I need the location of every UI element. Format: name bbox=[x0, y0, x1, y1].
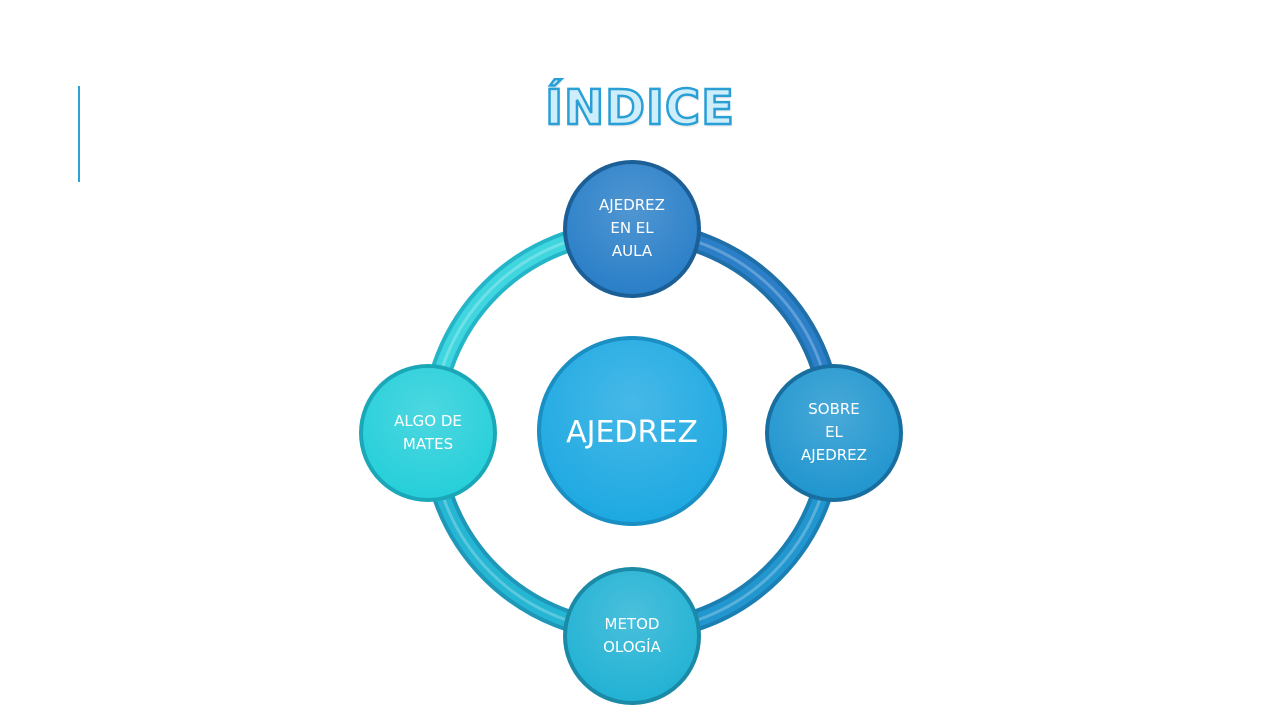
node-label-line: EN EL bbox=[610, 219, 654, 237]
node-sobre-el-ajedrez: SOBRE EL AJEDREZ bbox=[765, 364, 903, 502]
node-label-line: ALGO DE bbox=[394, 412, 462, 430]
node-metodologia: METOD OLOGÍA bbox=[563, 567, 701, 705]
node-label-line: AJEDREZ bbox=[599, 196, 665, 214]
node-ajedrez-en-el-aula: AJEDREZ EN EL AULA bbox=[563, 160, 701, 298]
node-algo-de-mates: ALGO DE MATES bbox=[359, 364, 497, 502]
node-label-line: AJEDREZ bbox=[801, 446, 867, 464]
node-label-line: SOBRE bbox=[808, 400, 860, 418]
node-label-line: OLOGÍA bbox=[603, 637, 661, 656]
node-label-line: AULA bbox=[612, 242, 653, 260]
node-label-line: EL bbox=[825, 423, 843, 441]
node-label-line: MATES bbox=[403, 435, 453, 453]
accent-bar bbox=[78, 86, 80, 182]
page-title: ÍNDICE bbox=[544, 79, 735, 138]
center-label: AJEDREZ bbox=[566, 415, 698, 450]
node-center: AJEDREZ bbox=[537, 336, 727, 526]
node-label-line: METOD bbox=[605, 615, 660, 633]
